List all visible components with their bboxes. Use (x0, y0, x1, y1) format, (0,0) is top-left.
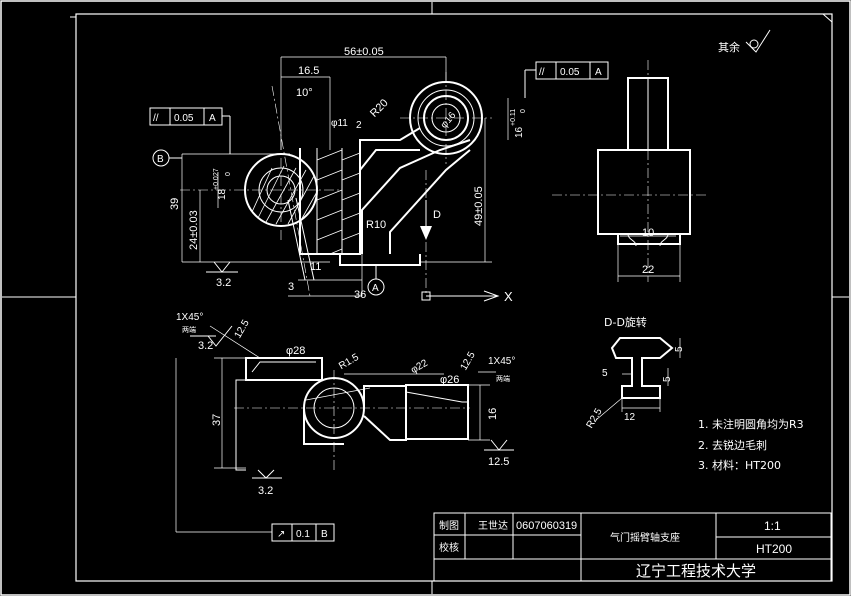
roughness-top-left: 3.2 (190, 325, 233, 352)
dim-36: 36 (354, 289, 366, 301)
title-drawer-name: 王世达 (478, 520, 508, 532)
svg-text:3.2: 3.2 (198, 340, 213, 352)
svg-text:B: B (321, 529, 328, 540)
roughness-top-bottom: 3.2 (252, 469, 282, 497)
svg-text:0.05: 0.05 (174, 113, 194, 124)
side-view (552, 60, 708, 282)
section-dd-view (595, 337, 681, 421)
title-part-name: 气门摇臂轴支座 (610, 531, 680, 544)
both-ends-a: 两端 (182, 325, 196, 334)
dim-37: 37 (211, 414, 223, 426)
svg-text:3.2: 3.2 (258, 485, 273, 497)
dim-tol-0: 0 (520, 109, 527, 113)
front-view (180, 56, 509, 302)
both-ends-b: 两端 (496, 374, 510, 383)
title-student-id: 0607060319 (516, 520, 577, 532)
roughness-12-5-c: 12.5 (484, 439, 514, 468)
svg-text:A: A (209, 113, 216, 124)
tolerance-frame-parallel-left: // 0.05 A (149, 107, 231, 154)
dim-16: 16 (514, 126, 525, 138)
title-school: 辽宁工程技术大学 (636, 562, 756, 580)
svg-text:A: A (595, 67, 602, 78)
datum-a: A (367, 265, 385, 296)
svg-text://: // (153, 113, 159, 124)
top-view (175, 325, 496, 533)
dim-22: 22 (642, 264, 654, 276)
dim-16b: 16 (487, 408, 499, 420)
title-checked-label: 校核 (439, 541, 459, 554)
dim-16-5: 16.5 (298, 65, 319, 77)
dim-1x45-b: 1X45° (488, 356, 515, 367)
dim-49: 49±0.05 (473, 186, 485, 226)
section-arrow-d (420, 226, 432, 240)
svg-text:12.5: 12.5 (488, 456, 509, 468)
dim-phi26: φ26 (440, 374, 459, 386)
dim-10-deg: 10° (296, 87, 313, 99)
dim-5c: 5 (662, 376, 673, 382)
title-material: HT200 (756, 542, 792, 556)
dim-3: 3 (288, 281, 294, 293)
note-1: 1. 未注明圆角均为R3 (698, 417, 804, 431)
section-d-label: D (433, 209, 441, 221)
datum-b: B (152, 149, 182, 167)
dim-10: 10 (642, 227, 654, 239)
title-block (433, 512, 832, 582)
dim-24: 24±0.03 (188, 210, 200, 250)
dim-18: 18 (217, 188, 228, 200)
datum-a-label: A (372, 283, 379, 294)
dim-tol-0b: 0 (225, 172, 232, 176)
title-drawn-label: 制图 (439, 519, 459, 532)
x-axis-label: X (504, 289, 513, 304)
dim-tol-0027: +0.027 (213, 168, 220, 190)
dim-tol-011: +0.11 (510, 109, 517, 126)
dim-5b: 5 (602, 368, 608, 379)
dim-phi11: φ11 (331, 118, 348, 129)
svg-text:↗: ↗ (277, 529, 285, 540)
section-dd-title: D-D旋转 (604, 315, 647, 329)
note-2: 2. 去锐边毛刺 (698, 438, 767, 452)
roughness-other-label: 其余 (718, 40, 740, 54)
tolerance-frame-parallel-right: // 0.05 A (524, 61, 609, 98)
svg-text:3.2: 3.2 (216, 277, 231, 289)
dim-phi28: φ28 (286, 345, 305, 357)
dim-56: 56±0.05 (344, 46, 384, 58)
dim-2: 2 (356, 120, 362, 131)
svg-text://: // (539, 67, 545, 78)
title-scale: 1:1 (764, 519, 781, 533)
tolerance-frame-runout: ↗ 0.1 B (271, 523, 335, 542)
svg-text:0.05: 0.05 (560, 67, 580, 78)
datum-b-label: B (157, 154, 164, 165)
note-3: 3. 材料：HT200 (698, 458, 781, 472)
technical-notes: 1. 未注明圆角均为R3 2. 去锐边毛刺 3. 材料：HT200 (698, 417, 804, 472)
dim-1x45-a: 1X45° (176, 312, 203, 323)
svg-text:0.1: 0.1 (296, 529, 310, 540)
dim-12: 12 (624, 412, 636, 423)
dim-11: 11 (310, 261, 321, 273)
roughness-front: 3.2 (206, 261, 238, 289)
dim-5a: 5 (674, 346, 685, 352)
roughness-other: 其余 (718, 29, 771, 54)
dim-r10: R10 (366, 219, 386, 231)
dim-39: 39 (169, 198, 181, 210)
